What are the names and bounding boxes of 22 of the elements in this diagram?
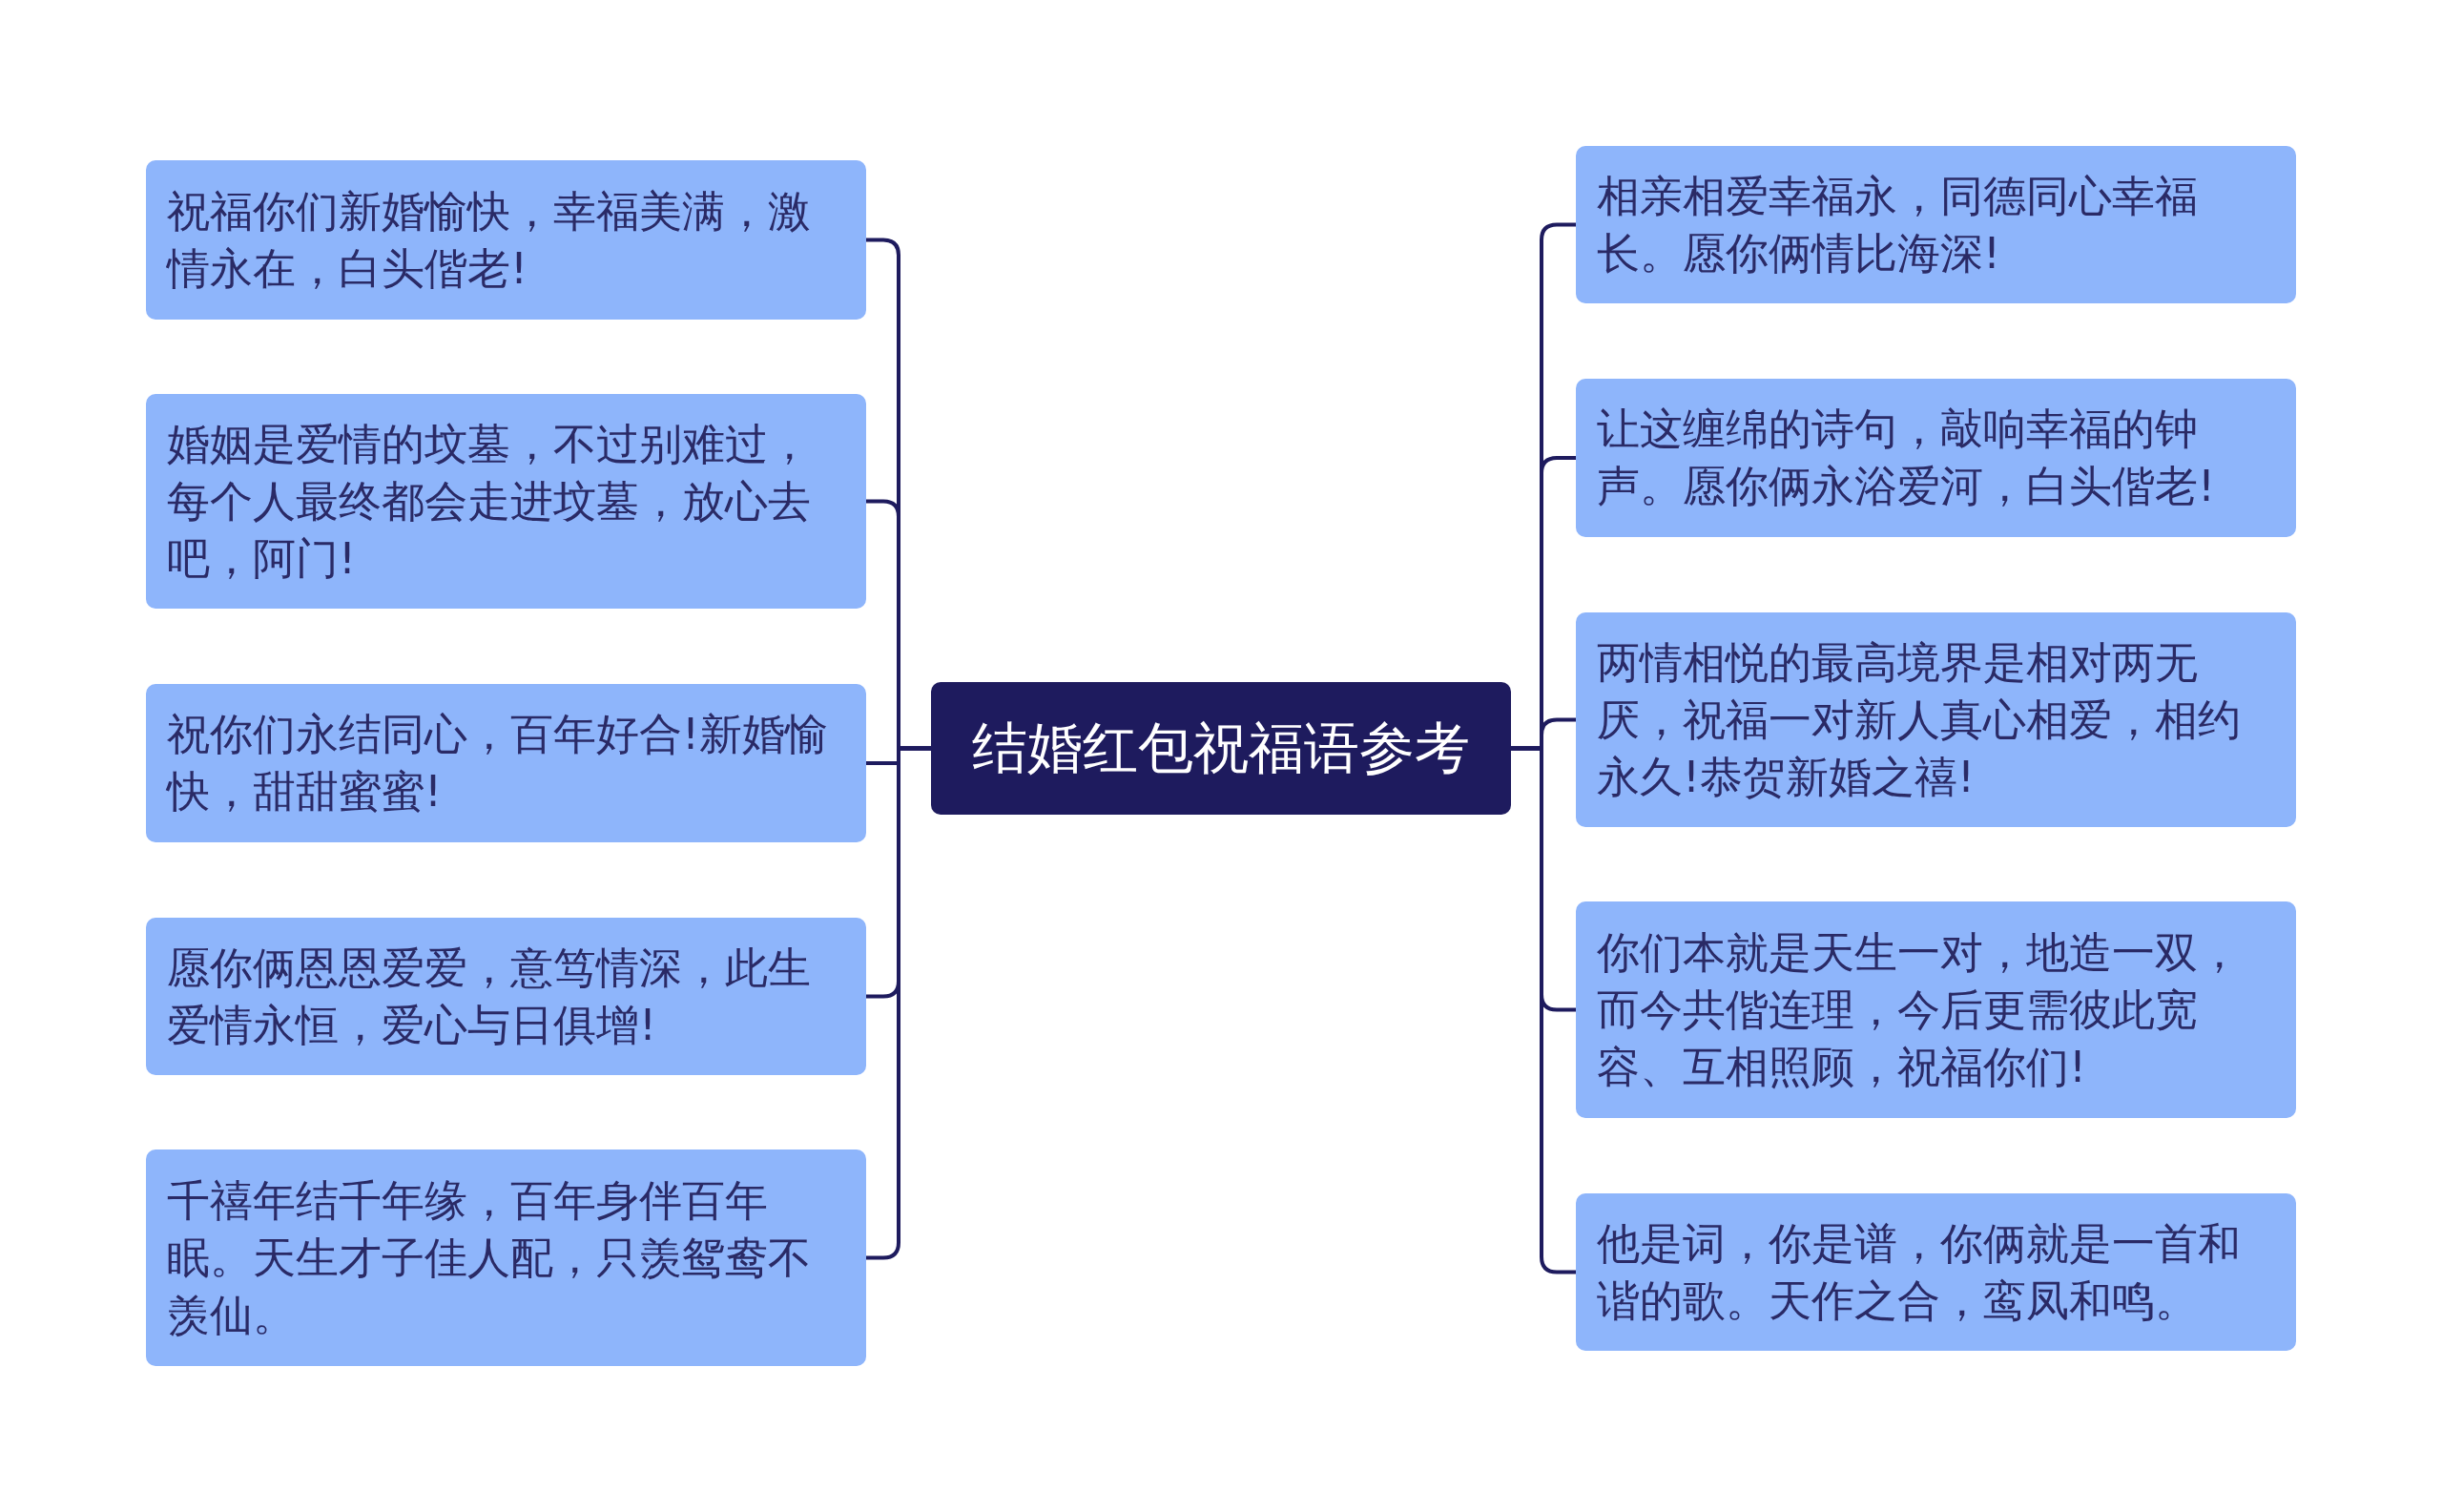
- branch-box: [1576, 901, 2296, 1118]
- branch-box: [146, 684, 866, 842]
- wish-text: 婚姻是爱情的坟墓，不过别难过，每个人最终都会走进坟墓，放心去吧，阿门!: [167, 417, 812, 586]
- branch-box: [146, 394, 866, 609]
- wish-text: 相亲相爱幸福永，同德同心幸福长。愿你俩情比海深!: [1597, 169, 2199, 280]
- wish-text: 让这缠绵的诗句，敲响幸福的钟声。愿你俩永浴爱河，白头偕老!: [1597, 403, 2217, 513]
- branch-box: [1576, 379, 2296, 537]
- branch-box: [1576, 1193, 2296, 1351]
- wish-text: 祝福你们新婚愉快，幸福美满，激情永在，白头偕老!: [167, 184, 812, 296]
- branch-box: [146, 160, 866, 320]
- wish-text: 你们本就是天生一对，地造一双，而今共偕连理，今后更需彼此宽容、互相照顾，祝福你们!: [1597, 925, 2242, 1094]
- wish-text: 愿你俩恩恩爱爱，意笃情深，此生爱情永恒，爱心与日俱增!: [167, 941, 812, 1052]
- wish-text: 祝你们永结同心，百年好合!新婚愉快，甜甜蜜蜜!: [167, 708, 830, 818]
- branch-box: [1576, 612, 2296, 827]
- branch-box: [146, 1150, 866, 1366]
- wish-text: 千禧年结千年缘，百年身伴百年眠。天生才子佳人配，只羡鸳鸯不羡仙。: [167, 1173, 812, 1342]
- topic-box: [931, 682, 1511, 815]
- wish-text: 两情相悦的最高境界是相对两无厌，祝福一对新人真心相爱，相约永久!恭贺新婚之禧!: [1597, 635, 2242, 804]
- branch-box: [146, 918, 866, 1075]
- wish-text: 他是词，你是谱，你俩就是一首和谐的歌。天作之合，鸾凤和鸣。: [1597, 1216, 2242, 1328]
- topic-text: 结婚红包祝福语参考: [972, 714, 1470, 782]
- branch-box: [1576, 146, 2296, 303]
